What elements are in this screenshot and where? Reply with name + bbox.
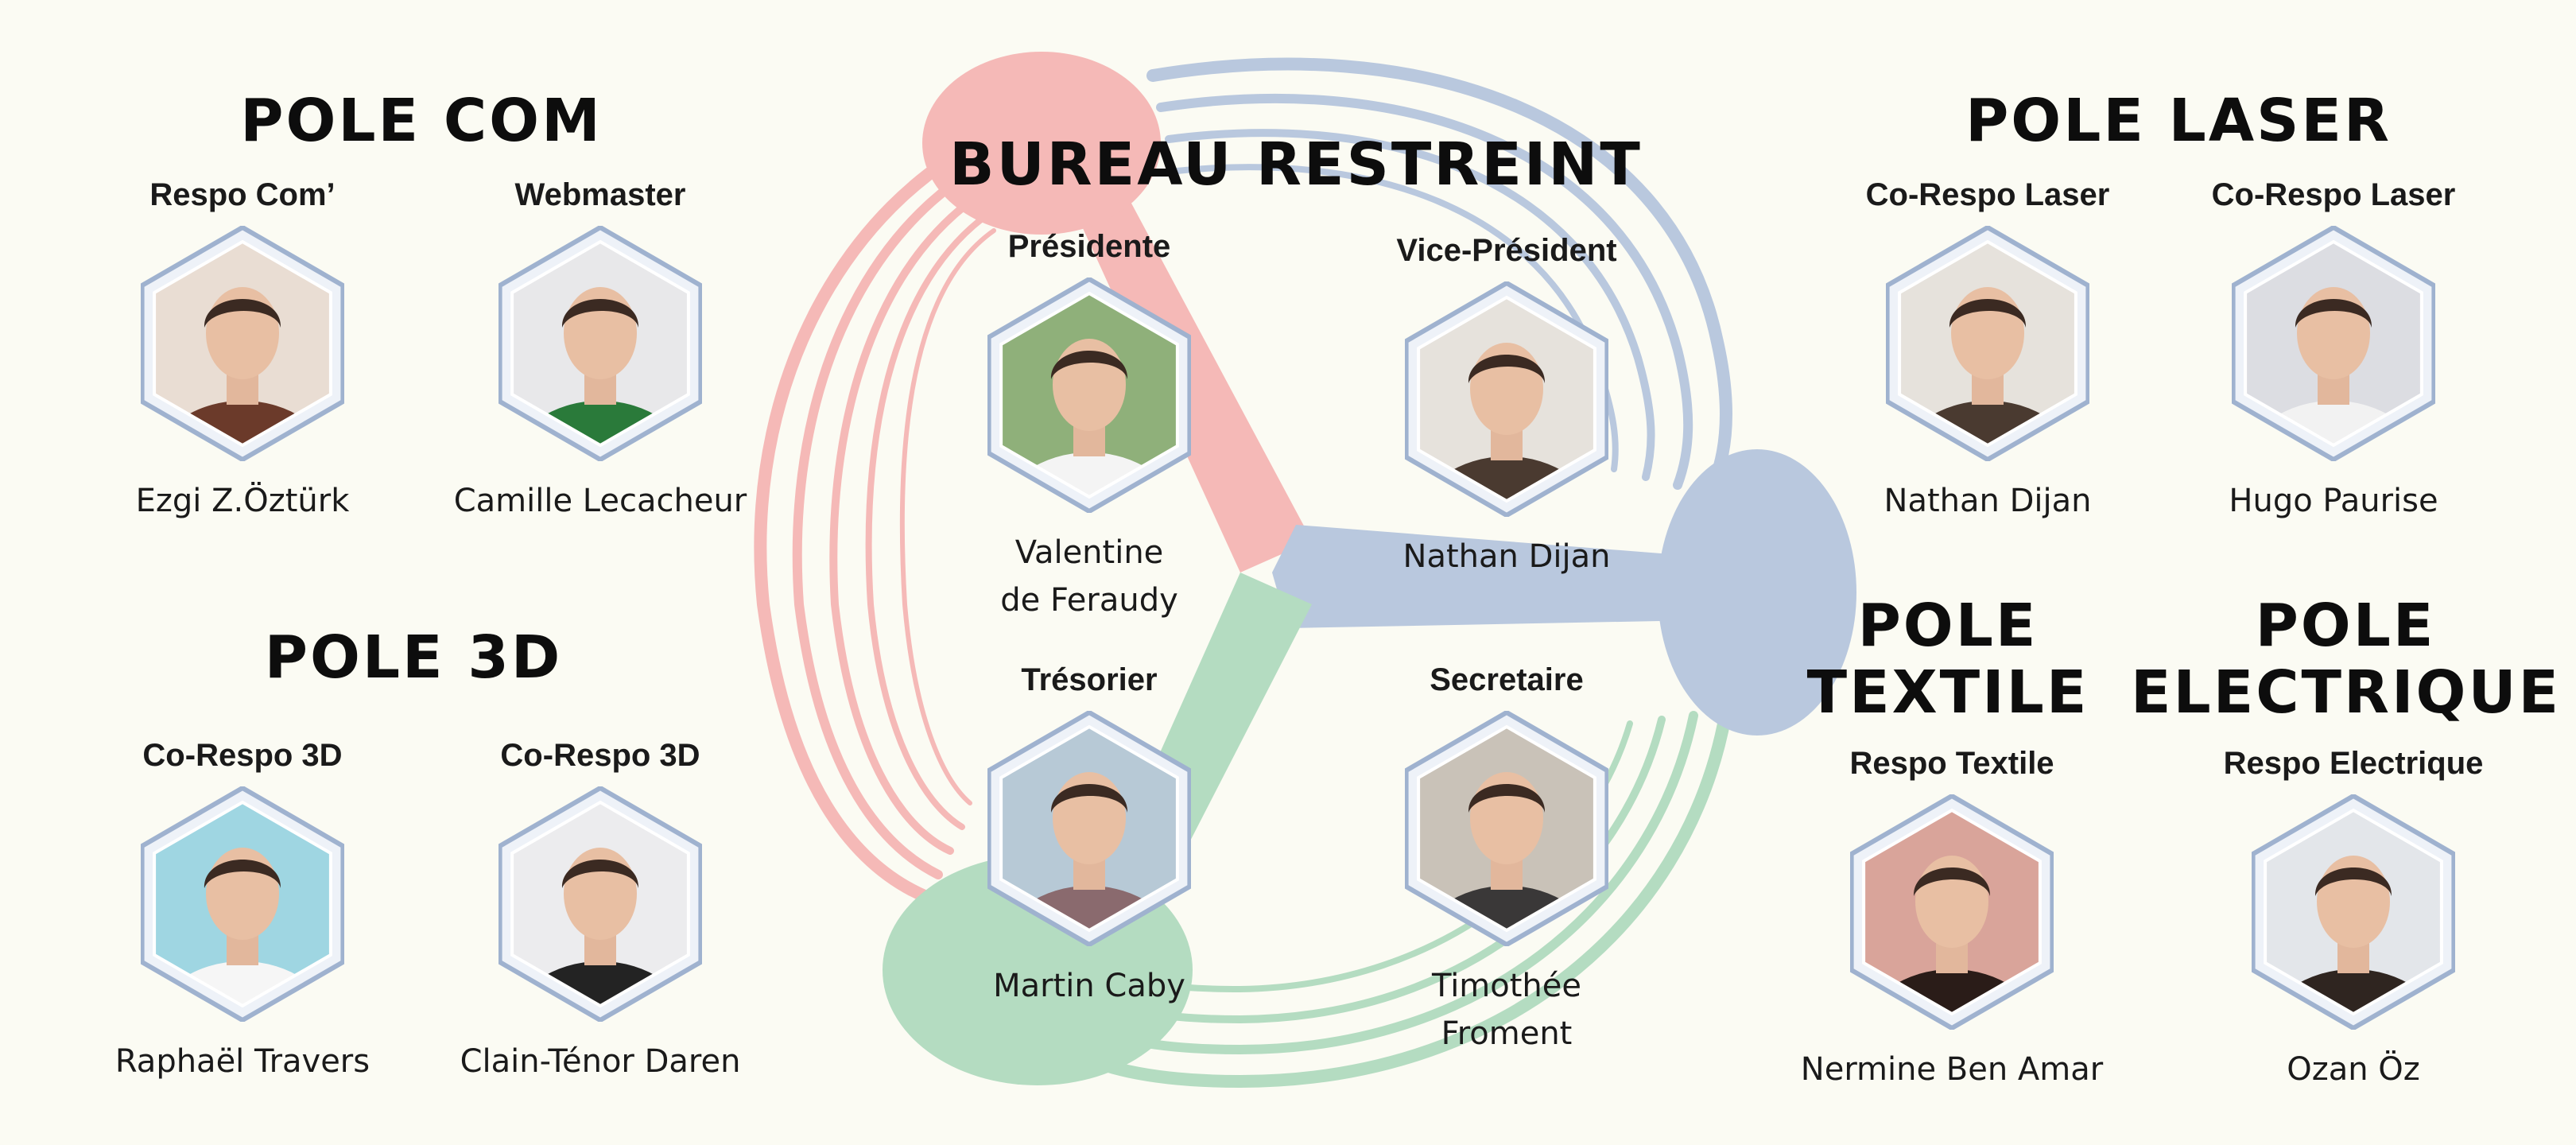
member-name: Clain-Ténor Daren [460, 1043, 741, 1080]
member-name: Valentine de Feraudy [1000, 529, 1178, 624]
pink-blob [922, 52, 1161, 235]
member-role: Présidente [1007, 229, 1171, 264]
blue-connector [1272, 525, 1701, 628]
portrait-photo [499, 226, 702, 461]
member-name: Nathan Dijan [1402, 538, 1611, 575]
member-name: Timothée Froment [1432, 962, 1581, 1058]
member-name: Ezgi Z.Öztürk [135, 483, 350, 519]
member-role: Respo Com’ [149, 177, 336, 212]
member-tresorier: Trésorier Martin Caby [922, 660, 1256, 1010]
portrait-photo [499, 786, 702, 1022]
portrait-photo [1405, 711, 1608, 946]
member-role: Respo Textile [1849, 746, 2054, 781]
member-com-respo: Respo Com’ Ezgi Z.Öztürk [76, 175, 409, 525]
member-secretaire: Secretaire Timothée Froment [1340, 660, 1674, 1058]
blue-swirl [1146, 57, 1732, 499]
portrait-photo [987, 278, 1191, 513]
member-role: Respo Electrique [2223, 746, 2484, 781]
member-role: Co-Respo 3D [142, 738, 343, 773]
pink-swirl [754, 105, 1064, 905]
member-name-line2: de Feraudy [1000, 582, 1178, 619]
title-pole-com: POLE COM [240, 87, 603, 155]
title-pole-textile-line2: TEXTILE [1806, 658, 2089, 727]
member-name: Hugo Paurise [2229, 483, 2438, 519]
member-name: Martin Caby [993, 968, 1185, 1004]
title-pole-laser: POLE LASER [1965, 87, 2392, 155]
member-role: Trésorier [1021, 662, 1158, 697]
title-pole-textile-line1: POLE [1857, 592, 2039, 660]
member-textile: Respo Textile Nermine Ben Amar [1785, 743, 2119, 1093]
member-name-line2: Froment [1441, 1015, 1573, 1052]
member-vice-president: Vice-Président Nathan Dijan [1340, 231, 1674, 580]
member-name: Raphaël Travers [114, 1043, 370, 1080]
portrait-photo [2252, 794, 2455, 1030]
member-3d-1: Co-Respo 3D Raphaël Travers [76, 736, 409, 1085]
member-role: Co-Respo Laser [1865, 177, 2110, 212]
member-role: Secretaire [1430, 662, 1584, 697]
title-pole-electrique-line2: ELECTRIQUE [2131, 658, 2562, 727]
member-role: Vice-Président [1396, 233, 1617, 268]
title-pole-3d: POLE 3D [264, 623, 563, 692]
member-name-line1: Timothée [1431, 968, 1581, 1004]
portrait-photo [141, 226, 344, 461]
member-electrique: Respo Electrique Ozan Öz [2186, 743, 2520, 1093]
title-pole-electrique: POLE ELECTRIQUE [2131, 592, 2560, 726]
member-role: Co-Respo 3D [500, 738, 700, 773]
title-pole-textile: POLE TEXTILE [1797, 592, 2099, 726]
blue-blob [1658, 449, 1856, 736]
member-laser-2: Co-Respo Laser Hugo Paurise [2167, 175, 2500, 525]
member-presidente: Présidente Valentine de Feraudy [922, 227, 1256, 624]
portrait-photo [2232, 226, 2435, 461]
member-role: Co-Respo Laser [2211, 177, 2456, 212]
portrait-photo [1405, 281, 1608, 517]
member-name-line1: Valentine [1014, 534, 1164, 571]
member-name: Ozan Öz [2287, 1051, 2420, 1088]
member-role: Webmaster [514, 177, 686, 212]
member-name: Camille Lecacheur [453, 483, 747, 519]
title-bureau-restreint: BUREAU RESTREINT [949, 130, 1643, 199]
portrait-photo [1850, 794, 2054, 1030]
portrait-photo [987, 711, 1191, 946]
member-com-webmaster: Webmaster Camille Lecacheur [433, 175, 767, 525]
member-name: Nathan Dijan [1884, 483, 2092, 519]
portrait-photo [1886, 226, 2089, 461]
member-laser-1: Co-Respo Laser Nathan Dijan [1821, 175, 2155, 525]
member-3d-2: Co-Respo 3D Clain-Ténor Daren [433, 736, 767, 1085]
portrait-photo [141, 786, 344, 1022]
member-name: Nermine Ben Amar [1800, 1051, 2104, 1088]
title-pole-electrique-line1: POLE [2255, 592, 2436, 660]
